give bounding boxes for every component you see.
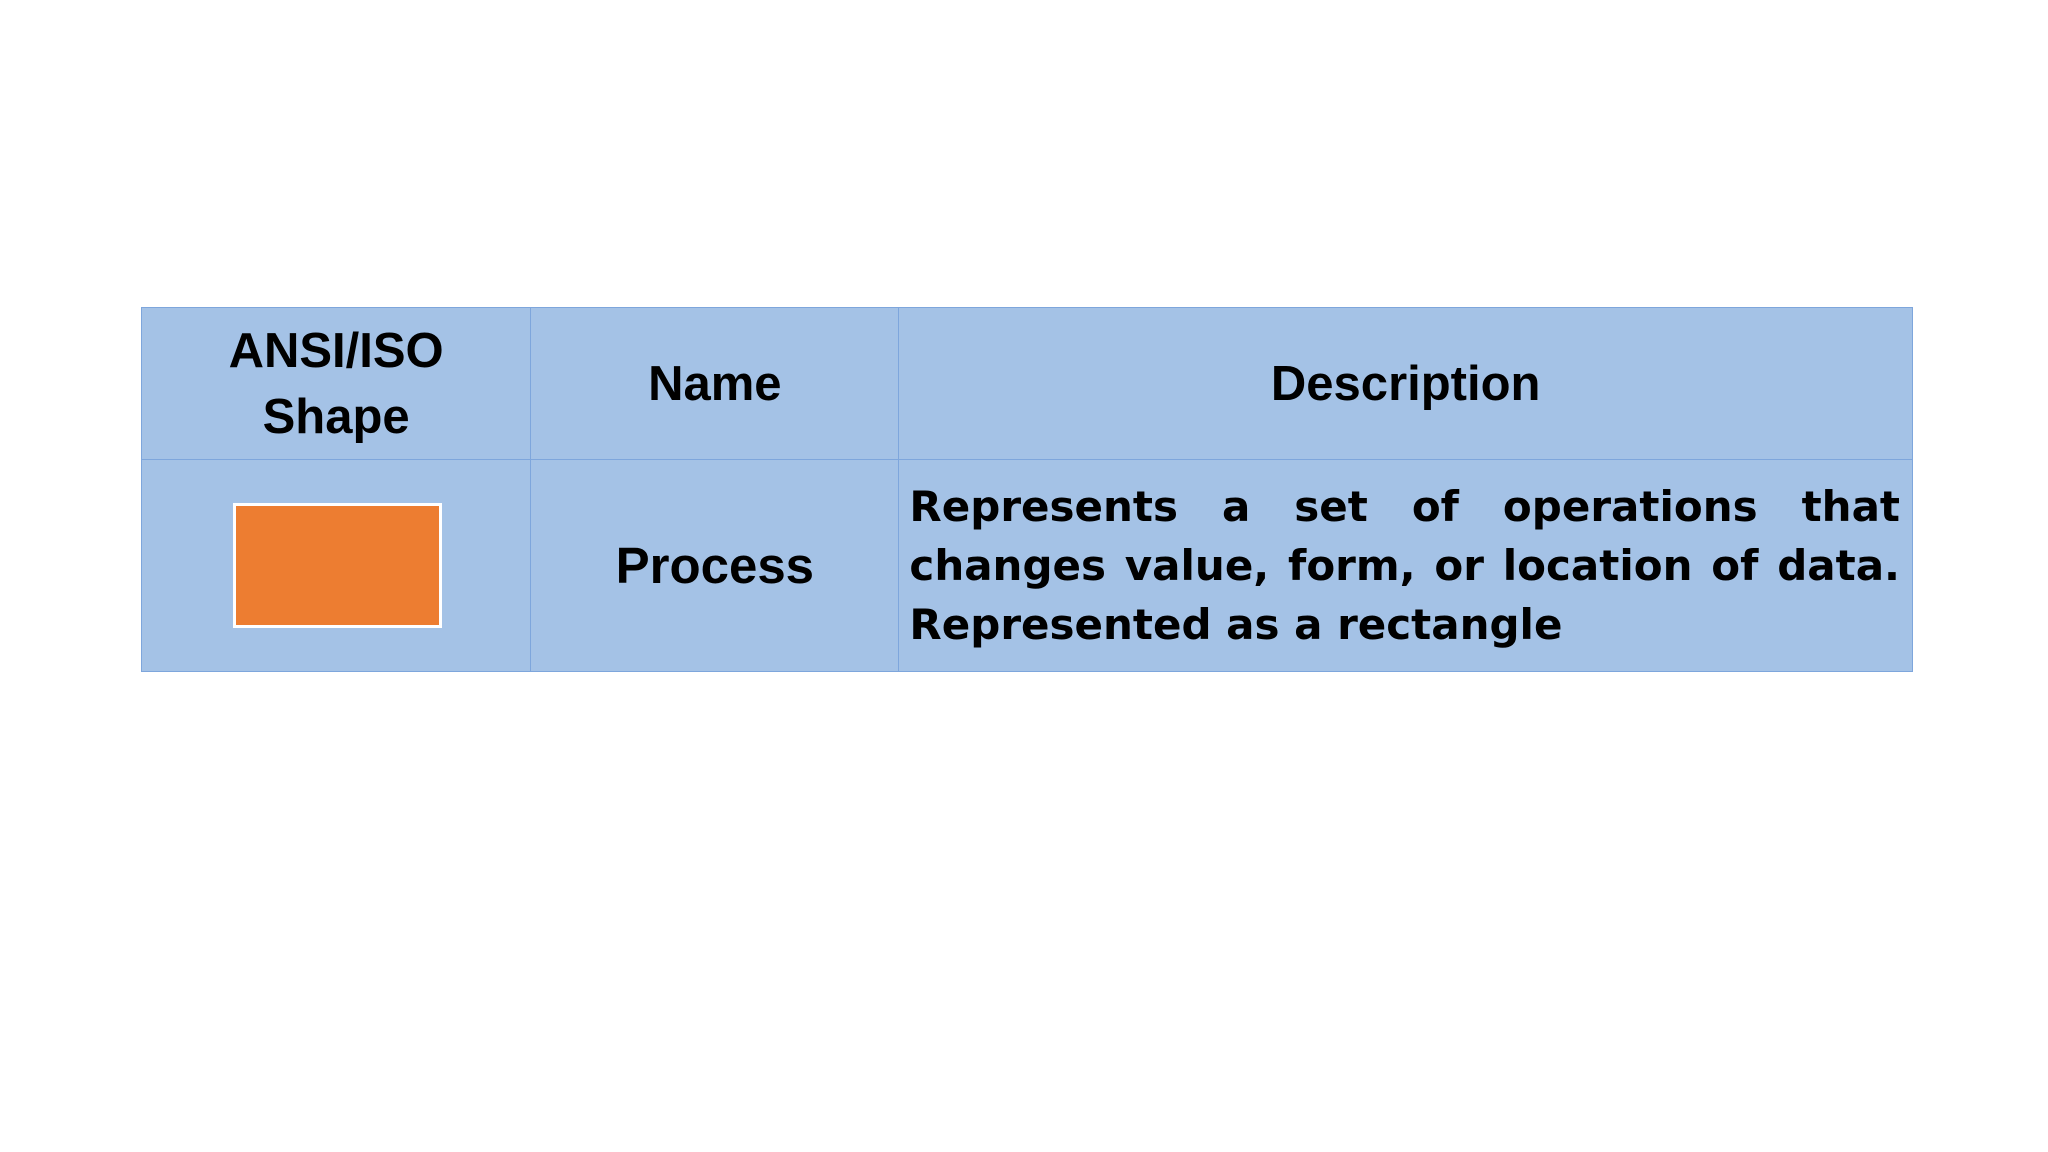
process-rectangle-icon: [232, 503, 442, 628]
header-name: Name: [530, 307, 900, 460]
description-text: Represents a set of operations that chan…: [909, 482, 1900, 649]
shape-cell: [140, 459, 532, 672]
header-description: Description: [898, 307, 1913, 460]
description-cell: Represents a set of operations that chan…: [898, 459, 1913, 672]
table-row: Process Represents a set of operations t…: [140, 459, 1913, 672]
name-cell: Process: [530, 459, 900, 672]
